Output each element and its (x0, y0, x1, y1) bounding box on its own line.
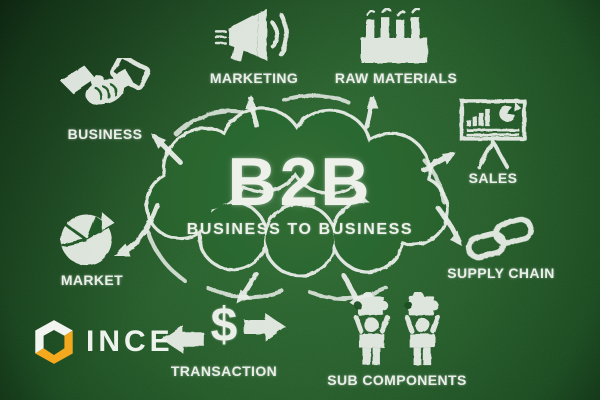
label-business: BUSINESS (67, 126, 143, 142)
b2b-subtitle: BUSINESS TO BUSINESS (186, 221, 414, 238)
hexagon-s-logo-icon (35, 320, 73, 364)
arrow-to-business (152, 134, 183, 165)
node-business: BUSINESS (30, 58, 180, 142)
megaphone-icon (214, 8, 289, 62)
label-transaction: TRANSACTION (170, 363, 278, 379)
pie-chart-icon (61, 211, 115, 266)
puzzle-workers-icon (353, 292, 441, 366)
cloud-echo-lines (146, 93, 446, 301)
label-supply-chain: SUPPLY CHAIN (447, 265, 555, 281)
arrow-to-supply-chain (435, 205, 462, 246)
chain-links-icon (465, 216, 534, 260)
node-sales: SALES (438, 98, 548, 186)
node-market: MARKET (40, 206, 144, 288)
label-raw-materials: RAW MATERIALS (334, 70, 458, 86)
node-supply-chain: SUPPLY CHAIN (428, 216, 574, 281)
node-transaction: $ TRANSACTION (150, 299, 298, 379)
dollar-sign-glyph: $ (210, 299, 238, 352)
arrow-to-marketing (245, 95, 260, 129)
exchange-arrows-icon (161, 313, 287, 354)
node-marketing: MARKETING (194, 8, 314, 86)
handshake-icon (59, 58, 151, 105)
label-marketing: MARKETING (209, 70, 299, 86)
label-sales: SALES (468, 170, 518, 186)
factory-icon (361, 8, 428, 63)
connector-arrows (114, 95, 462, 311)
arrow-to-transaction (237, 271, 259, 304)
node-sub-components: SUB COMPONENTS (318, 292, 476, 388)
watermark-logo: INCE (28, 316, 174, 368)
label-sub-components: SUB COMPONENTS (327, 372, 467, 388)
arrow-to-sales (421, 151, 456, 173)
label-market: MARKET (60, 272, 124, 288)
cloud-center-text: B2B BUSINESS TO BUSINESS (150, 144, 450, 239)
node-raw-materials: RAW MATERIALS (322, 8, 470, 86)
b2b-title: B2B (227, 144, 373, 220)
logo-text: INCE (86, 325, 174, 358)
b2b-cloud-fill (148, 110, 446, 274)
presentation-chart-icon (459, 99, 527, 169)
arrow-to-market (114, 202, 160, 256)
arrow-to-raw-materials (364, 95, 379, 129)
dollar-exchange-icon: $ (150, 299, 298, 362)
